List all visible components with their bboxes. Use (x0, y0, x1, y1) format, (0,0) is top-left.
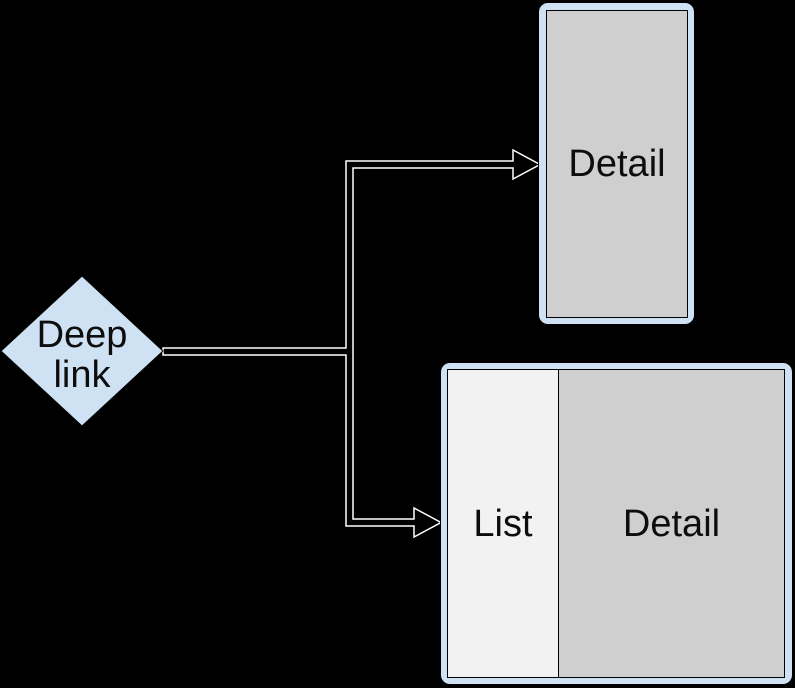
detail-pane: Detail (559, 370, 784, 677)
list-pane: List (448, 370, 559, 677)
deep-link-label-line2: link (53, 354, 111, 396)
list-detail-screen-frame: List Detail (440, 362, 793, 685)
list-detail-screen-pane: List Detail (447, 369, 785, 678)
deep-link-label-line1: Deep (36, 314, 128, 356)
deep-link-diamond (0, 275, 164, 427)
detail-pane-label: Detail (622, 502, 721, 545)
deep-link-label: Deep link (12, 315, 152, 395)
list-pane-label: List (473, 502, 533, 545)
detail-screen-frame: Detail (538, 2, 695, 325)
detail-screen-pane: Detail (546, 10, 688, 318)
detail-screen-label: Detail (568, 143, 666, 185)
